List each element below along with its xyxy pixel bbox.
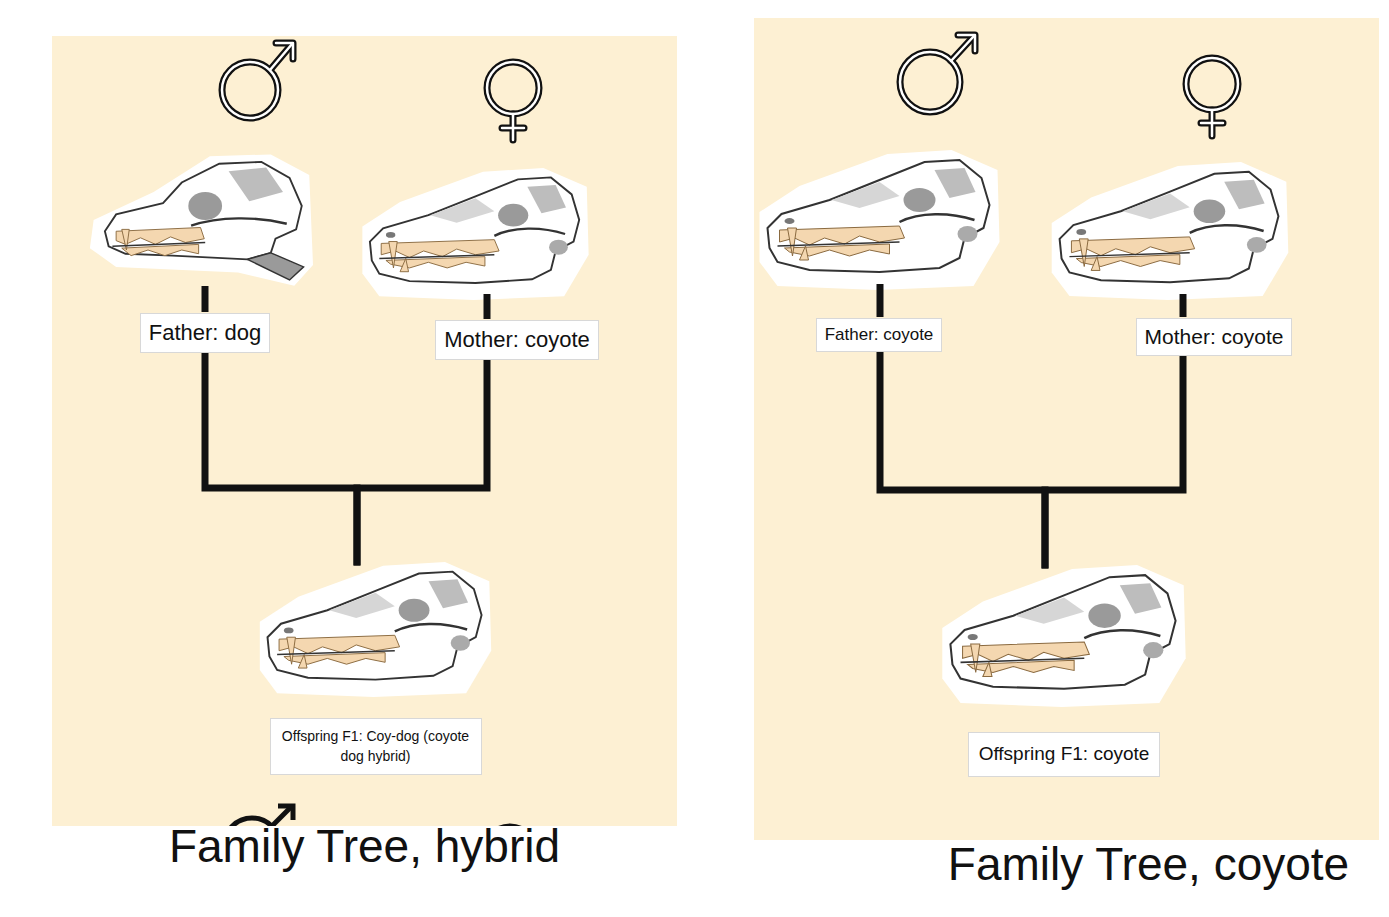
family-tree-connector <box>357 360 487 562</box>
dog-skull <box>90 154 313 285</box>
panel-ground <box>52 36 677 826</box>
hybrid-skull <box>260 562 491 697</box>
coyote-skull <box>1052 162 1289 300</box>
coyote-skull <box>362 168 588 300</box>
family-panel: Family Tree, coyoteFather: coyoteMother:… <box>754 18 1379 840</box>
offspring-node: Offspring F1: coyote <box>938 565 1190 777</box>
family-tree-connector <box>880 352 1045 565</box>
parent-label: Father: coyote <box>825 325 934 345</box>
parent-label-box: Father: dog <box>140 313 271 353</box>
family-panel: Family Tree, hybridFather: dogMother: co… <box>52 36 677 826</box>
offspring-label: Offspring F1: coyote <box>968 732 1161 777</box>
parent-label-box: Father: coyote <box>816 318 943 352</box>
parent-label-box: Mother: coyote <box>1136 318 1293 356</box>
panel-caption: Family Tree, hybrid <box>52 821 677 872</box>
coyote-skull <box>942 565 1185 707</box>
offspring-node: Offspring F1: Coy-dog (coyote dog hybrid… <box>258 562 493 775</box>
family-tree-connector <box>205 353 357 562</box>
parent-label: Father: dog <box>149 320 262 346</box>
coyote-skull <box>760 150 1000 290</box>
skull-stub-line <box>205 284 1183 319</box>
panel-ground <box>754 18 1379 840</box>
parent-label: Mother: coyote <box>1145 325 1284 349</box>
male-symbol <box>222 35 975 118</box>
family-tree-connector <box>1045 356 1183 565</box>
panel-caption: Family Tree, coyote <box>836 839 1389 890</box>
parent-label-box: Mother: coyote <box>435 320 599 360</box>
offspring-label: Offspring F1: Coy-dog (coyote dog hybrid… <box>270 718 482 775</box>
female-symbol <box>487 58 1238 140</box>
parent-label: Mother: coyote <box>444 327 590 353</box>
